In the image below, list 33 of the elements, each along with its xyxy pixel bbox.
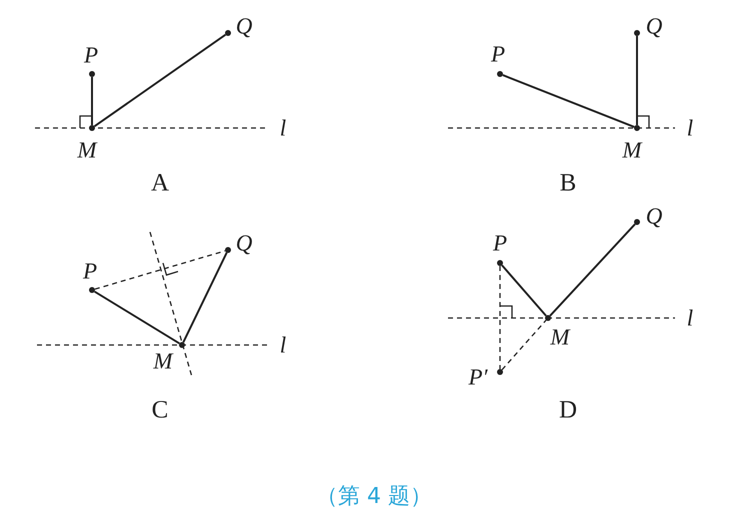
point-label: P — [492, 232, 508, 254]
line-label: l — [686, 306, 694, 330]
option-label: C — [152, 398, 168, 422]
line-segment — [94, 34, 226, 128]
point-label: M — [622, 138, 642, 162]
dashed-segment — [499, 266, 501, 369]
point-label: P′ — [468, 366, 488, 388]
point-label: M — [550, 326, 570, 348]
dashed-segment — [94, 250, 226, 290]
line-segment — [636, 36, 638, 125]
point-label: Q — [646, 204, 662, 228]
line-segment — [501, 264, 547, 316]
point-label: P — [490, 42, 506, 66]
option-label: B — [560, 170, 576, 196]
point-label: M — [153, 350, 173, 372]
line-label: l — [280, 116, 286, 140]
dashed-segment — [502, 320, 546, 370]
line-segment — [502, 74, 635, 128]
point-label: Q — [646, 14, 662, 38]
line-label: l — [686, 116, 694, 140]
point-label: Q — [236, 232, 252, 254]
point-label: P — [84, 44, 98, 66]
line-segment — [94, 290, 180, 344]
point-label: P — [82, 260, 98, 282]
line-label: l — [280, 334, 286, 356]
point-label: Q — [236, 14, 252, 38]
line-segment — [182, 252, 228, 343]
caption: （第 4 题） — [316, 486, 432, 508]
option-label: D — [558, 398, 578, 422]
point-label: M — [77, 138, 97, 162]
line-segment — [549, 224, 636, 316]
line-segment — [91, 77, 93, 125]
option-label: A — [150, 170, 170, 196]
